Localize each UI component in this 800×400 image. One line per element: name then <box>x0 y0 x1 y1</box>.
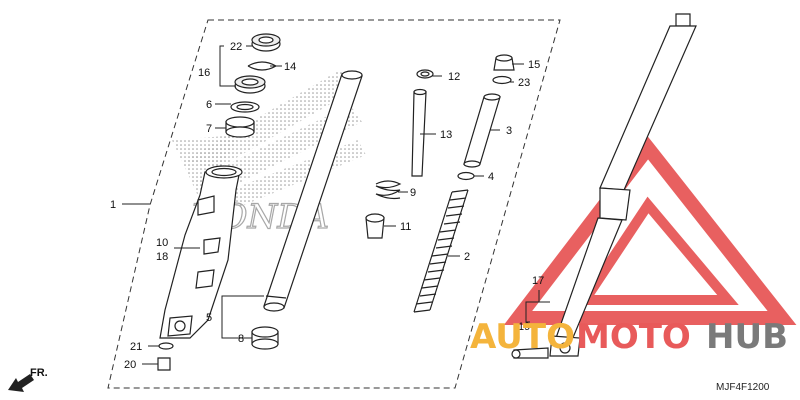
label-14: 14 <box>284 61 296 73</box>
part-23-o-ring <box>492 75 512 85</box>
part-20-socket-bolt <box>157 357 171 371</box>
assembled-fork-right <box>511 13 697 359</box>
label-5: 5 <box>206 312 212 324</box>
label-6: 6 <box>206 99 212 111</box>
label-21: 21 <box>130 341 142 353</box>
part-1-fork-slider <box>159 165 243 339</box>
front-arrow-icon <box>8 374 34 392</box>
label-22: 22 <box>230 41 242 53</box>
part-22-dust-seal <box>251 33 281 52</box>
leader-lines <box>122 45 550 365</box>
label-13: 13 <box>440 129 452 141</box>
label-16: 16 <box>198 67 210 79</box>
part-9-rebound-spring <box>375 180 402 200</box>
label-8: 8 <box>238 333 244 345</box>
part-16-oil-seal <box>234 75 266 94</box>
label-19: 19 <box>518 321 530 333</box>
part-2-fork-spring <box>413 189 469 313</box>
label-17: 17 <box>532 275 544 287</box>
part-12-seal-ring <box>416 69 434 79</box>
label-15: 15 <box>528 59 540 71</box>
label-23: 23 <box>518 77 530 89</box>
automotohub-triangle-logo <box>503 136 797 325</box>
wordmark-moto: MOTO <box>576 317 691 357</box>
label-4: 4 <box>488 171 494 183</box>
part-5-fork-pipe <box>263 70 363 312</box>
front-arrow-label: FR. <box>30 367 48 379</box>
label-12: 12 <box>448 71 460 83</box>
wordmark-hub: HUB <box>706 317 788 357</box>
label-9: 9 <box>410 187 416 199</box>
diagram-code: MJF4F1200 <box>716 382 770 393</box>
automotohub-wordmark: AUTO MOTO HUB <box>470 317 788 357</box>
part-4-spring-collar <box>457 171 475 181</box>
part-15-fork-bolt <box>493 54 515 71</box>
label-3: 3 <box>506 125 512 137</box>
part-3-spacer <box>463 93 501 168</box>
part-6-back-up-ring <box>230 101 260 113</box>
assembly-boundary <box>107 19 561 389</box>
label-11: 11 <box>400 221 411 233</box>
part-13-piston-rod <box>411 88 427 177</box>
wordmark-auto: AUTO <box>470 317 575 357</box>
label-20: 20 <box>124 359 136 371</box>
label-10: 10 <box>156 237 168 249</box>
label-7: 7 <box>206 123 212 135</box>
front-direction-indicator: FR. <box>8 367 48 392</box>
part-11-oil-lock-piece <box>365 213 385 239</box>
label-18: 18 <box>156 251 168 263</box>
part-8-guide-bushing <box>251 326 279 350</box>
part-7-slider-bushing <box>225 116 255 138</box>
label-2: 2 <box>464 251 470 263</box>
part-21-sealing-washer <box>158 342 174 350</box>
label-1: 1 <box>110 199 116 211</box>
